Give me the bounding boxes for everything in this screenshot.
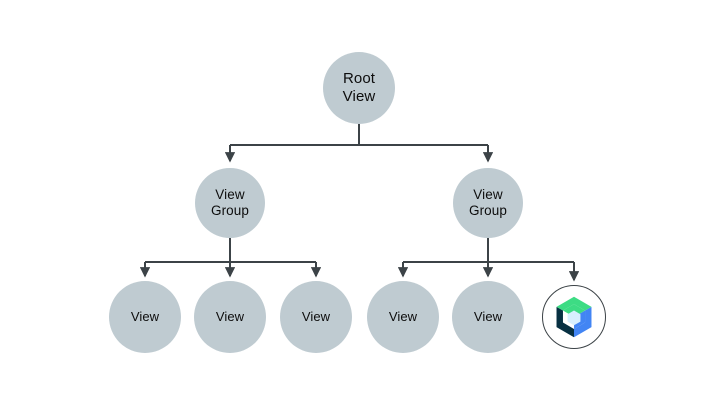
node-view-5[interactable]: View: [452, 281, 524, 353]
node-compose[interactable]: [542, 285, 606, 349]
node-view-1[interactable]: View: [109, 281, 181, 353]
node-view-4[interactable]: View: [367, 281, 439, 353]
node-view-4-label: View: [388, 309, 418, 325]
node-view-2[interactable]: View: [194, 281, 266, 353]
node-view-3[interactable]: View: [280, 281, 352, 353]
jetpack-compose-icon: [556, 296, 592, 338]
node-view-5-label: View: [473, 309, 503, 325]
node-view-group-left[interactable]: View Group: [195, 168, 265, 238]
node-view-1-label: View: [130, 309, 160, 325]
node-view-3-label: View: [301, 309, 331, 325]
node-view-2-label: View: [215, 309, 245, 325]
node-view-group-right-label: View Group: [468, 187, 508, 218]
node-view-group-left-label: View Group: [210, 187, 250, 218]
node-root-view[interactable]: Root View: [323, 52, 395, 124]
node-view-group-right[interactable]: View Group: [453, 168, 523, 238]
node-root-view-label: Root View: [342, 70, 376, 105]
